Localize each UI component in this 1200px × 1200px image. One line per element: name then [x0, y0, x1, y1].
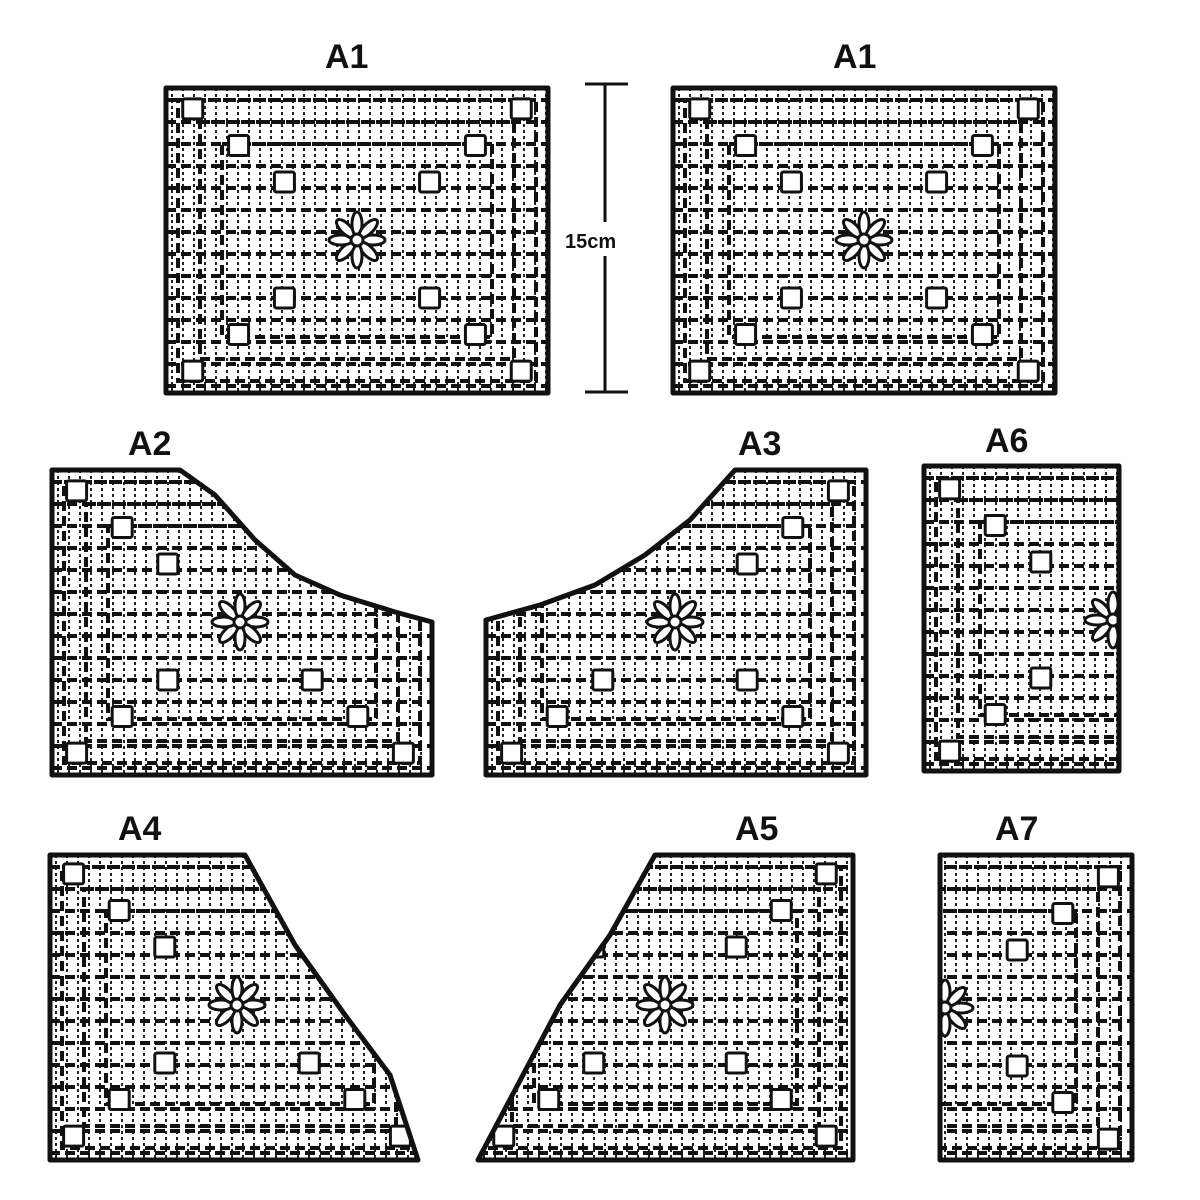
- label-a1-right: A1: [833, 38, 876, 76]
- label-a4: A4: [118, 810, 162, 848]
- pattern-piece-a6: [921, 463, 1122, 774]
- dimension-indicator: 15cm: [560, 82, 648, 394]
- label-a1-left: A1: [325, 38, 368, 76]
- pattern-piece-a1-right: [670, 85, 1058, 396]
- label-a6: A6: [985, 422, 1028, 460]
- dimension-label: 15cm: [565, 231, 616, 253]
- pattern-piece-a1-left: [163, 85, 551, 396]
- pattern-piece-a7: [937, 852, 1135, 1163]
- label-a2: A2: [128, 425, 171, 463]
- label-a7: A7: [995, 810, 1038, 848]
- pattern-piece-a4: [47, 852, 421, 1163]
- label-a5: A5: [735, 810, 778, 848]
- pattern-piece-a5: [475, 852, 856, 1163]
- label-a3: A3: [738, 425, 781, 463]
- pattern-piece-a3: [483, 467, 869, 778]
- pattern-piece-a2: [49, 467, 435, 778]
